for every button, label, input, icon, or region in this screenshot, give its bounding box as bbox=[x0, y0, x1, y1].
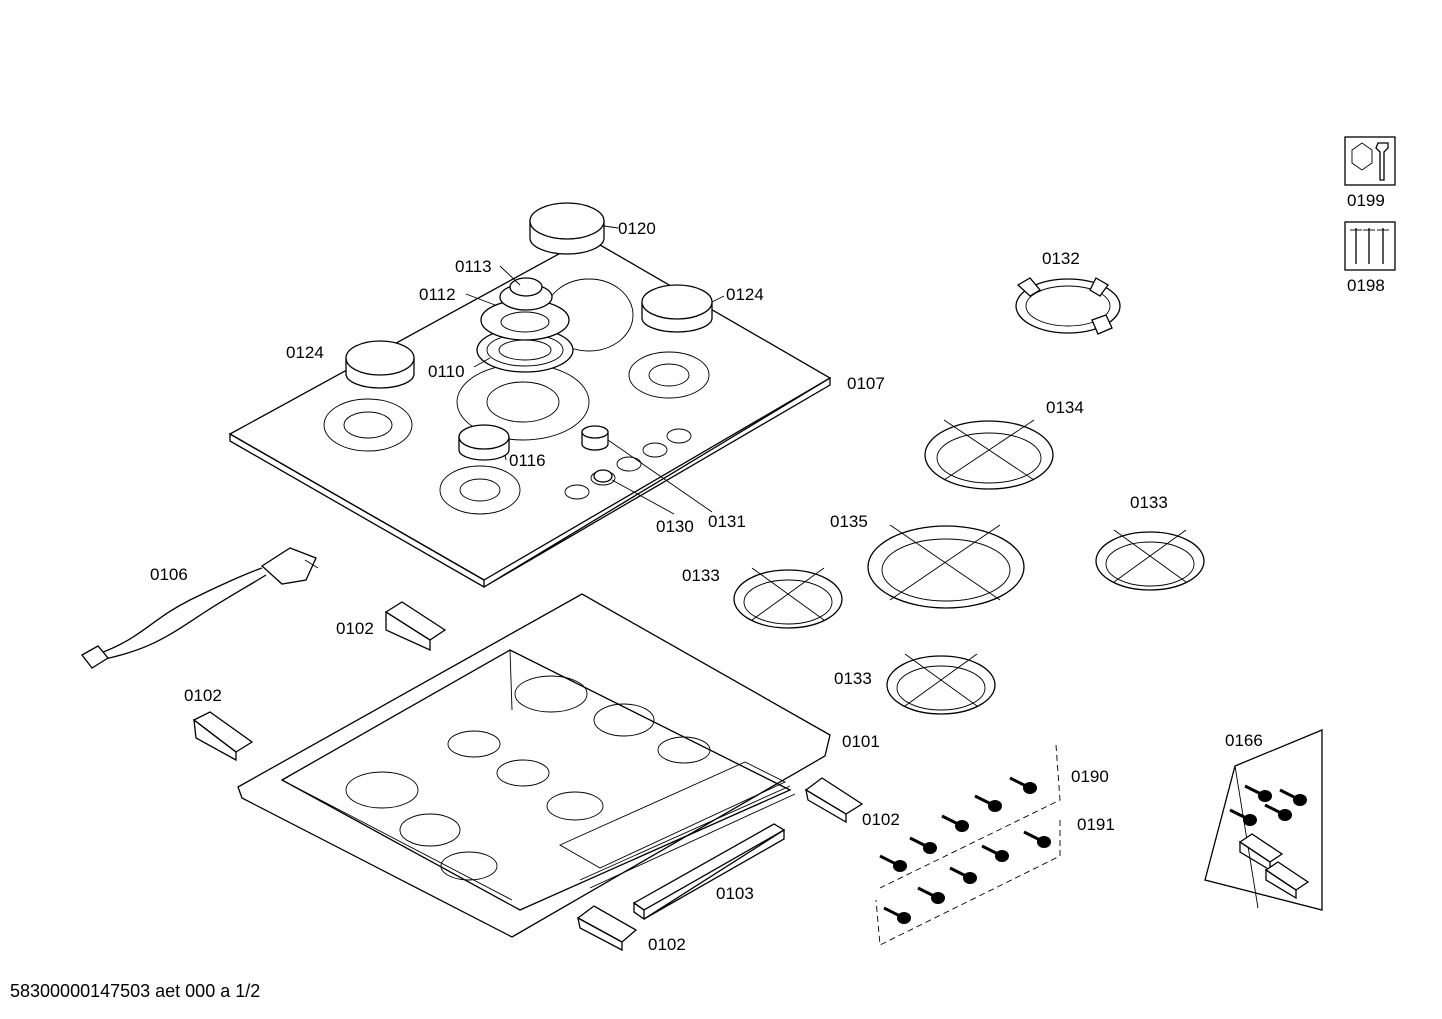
screw bbox=[1009, 776, 1037, 794]
screw bbox=[1264, 803, 1292, 821]
label-0191: 0191 bbox=[1077, 815, 1115, 834]
screw bbox=[974, 794, 1002, 812]
label-0133-right: 0133 bbox=[1130, 493, 1168, 512]
label-0102-a: 0102 bbox=[336, 619, 374, 638]
label-0102-b: 0102 bbox=[184, 686, 222, 705]
label-0166: 0166 bbox=[1225, 731, 1263, 750]
screw bbox=[941, 814, 969, 832]
pan-support-0133-left bbox=[733, 567, 843, 629]
pan-support-0133-right bbox=[1095, 529, 1205, 591]
leader-lines bbox=[465, 225, 725, 515]
label-0107: 0107 bbox=[847, 374, 885, 393]
label-0124-left: 0124 bbox=[286, 343, 324, 362]
part-labels: 0120 0113 0112 0124 0124 0110 0107 0116 … bbox=[150, 191, 1385, 954]
wok-burner-assembly bbox=[476, 277, 574, 373]
label-0120: 0120 bbox=[618, 219, 656, 238]
clamp-bracket-2 bbox=[192, 711, 254, 762]
screw bbox=[909, 836, 937, 854]
screws-icon bbox=[1344, 221, 1396, 271]
label-0133-left: 0133 bbox=[682, 566, 720, 585]
burner-cap-small bbox=[458, 424, 510, 461]
burner-cap-right bbox=[641, 284, 713, 333]
screw bbox=[883, 906, 911, 924]
label-0102-d: 0102 bbox=[648, 935, 686, 954]
label-0198: 0198 bbox=[1347, 276, 1385, 295]
label-0131: 0131 bbox=[708, 512, 746, 531]
nut-and-wrench-icon bbox=[1344, 136, 1396, 186]
screw bbox=[1279, 788, 1307, 806]
document-footer-id: 58300000147503 aet 000 a 1/2 bbox=[10, 981, 261, 1001]
label-0106: 0106 bbox=[150, 565, 188, 584]
label-0134: 0134 bbox=[1046, 398, 1084, 417]
label-0112: 0112 bbox=[419, 285, 456, 304]
label-0130: 0130 bbox=[656, 517, 694, 536]
pan-support-0135 bbox=[867, 524, 1025, 609]
label-0199: 0199 bbox=[1347, 191, 1385, 210]
pan-support-0133-bottom bbox=[886, 653, 996, 715]
label-0116: 0116 bbox=[509, 451, 546, 470]
control-knob bbox=[581, 425, 613, 483]
screw bbox=[1244, 784, 1272, 802]
burner-cap-left bbox=[345, 340, 415, 389]
label-0133-bottom: 0133 bbox=[834, 669, 872, 688]
clamp-bracket-3 bbox=[804, 777, 864, 824]
label-0135: 0135 bbox=[830, 512, 868, 531]
screw bbox=[1023, 830, 1051, 848]
clamp-bracket-1 bbox=[384, 601, 447, 652]
base-tray bbox=[237, 593, 831, 938]
accessory-kit-bag bbox=[1204, 729, 1323, 911]
screw-set bbox=[875, 744, 1307, 946]
power-cord bbox=[81, 547, 319, 669]
pan-support-0132 bbox=[1015, 277, 1121, 335]
screw bbox=[949, 866, 977, 884]
label-0102-c: 0102 bbox=[862, 810, 900, 829]
clamp-bracket-4 bbox=[576, 905, 638, 952]
label-0132: 0132 bbox=[1042, 249, 1080, 268]
seal-strip bbox=[632, 823, 786, 921]
screw bbox=[981, 844, 1009, 862]
screw bbox=[879, 854, 907, 872]
label-0190: 0190 bbox=[1071, 767, 1109, 786]
label-0113: 0113 bbox=[455, 257, 492, 276]
label-0101: 0101 bbox=[842, 732, 880, 751]
pan-support-0134 bbox=[924, 419, 1054, 490]
label-0110: 0110 bbox=[428, 362, 465, 381]
label-0124-right: 0124 bbox=[726, 285, 764, 304]
burner-cap-large bbox=[529, 202, 605, 255]
label-0103: 0103 bbox=[716, 884, 754, 903]
screw bbox=[917, 886, 945, 904]
